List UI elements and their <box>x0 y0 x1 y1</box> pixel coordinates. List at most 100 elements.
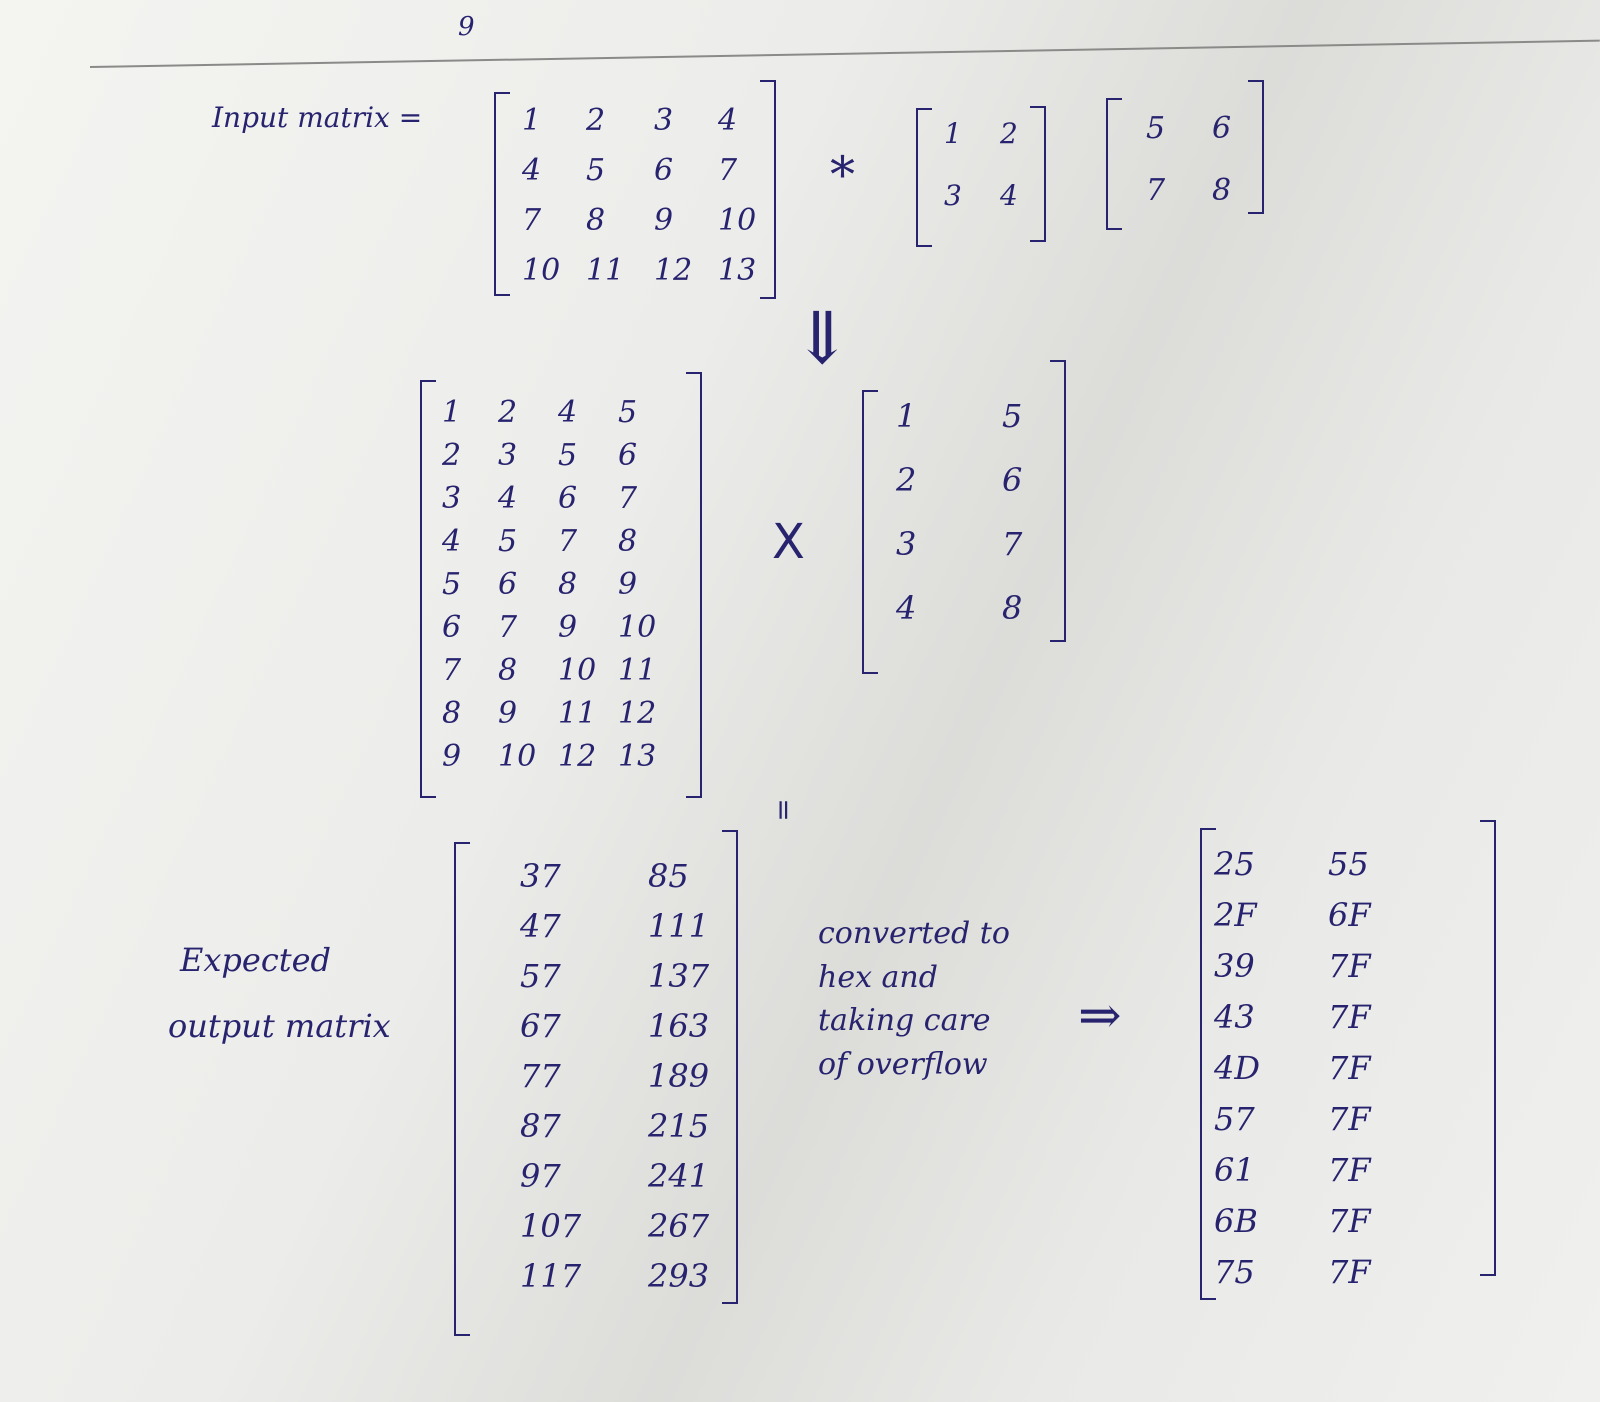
matrix-cell: 77 <box>520 1057 561 1095</box>
matrix-cell: 87 <box>520 1107 561 1145</box>
matrix-cell: 6 <box>618 438 638 473</box>
kernel-a-right-bracket <box>1030 106 1046 242</box>
matrix-cell: 215 <box>648 1107 710 1145</box>
matrix-cell: 111 <box>648 907 710 945</box>
matrix-cell: 8 <box>1002 589 1023 627</box>
matrix-cell: 8 <box>1212 173 1232 208</box>
matrix-cell: 5 <box>558 438 578 473</box>
matrix-cell: 67 <box>520 1007 561 1045</box>
matrix-cell: 7 <box>558 524 578 559</box>
matrix-cell: 9 <box>558 610 578 645</box>
matrix-cell: 7 <box>1002 525 1023 563</box>
implies-arrow: ⇒ <box>1078 986 1122 1046</box>
matrix-cell: 3 <box>654 103 674 138</box>
matrix-cell: 3 <box>896 525 917 563</box>
matrix-cell: 2 <box>442 438 462 473</box>
multiply-operator: X <box>772 514 805 570</box>
note-line: taking care <box>818 1003 991 1038</box>
matrix-cell: 57 <box>1214 1100 1255 1138</box>
note-line: of overflow <box>818 1046 988 1082</box>
matrix-cell: 163 <box>648 1007 710 1045</box>
matrix-cell: 4 <box>896 589 917 627</box>
matrix-cell: 3 <box>944 179 962 212</box>
matrix-cell: 10 <box>498 739 537 774</box>
matrix-cell: 13 <box>618 739 657 774</box>
matrix-cell: 2 <box>498 395 518 430</box>
matrix-cell: 10 <box>618 610 657 645</box>
matrix-cell: 6 <box>442 610 462 645</box>
note-line: converted to <box>818 916 1010 951</box>
matrix-cell: 4 <box>558 395 578 430</box>
matrix-cell: 4 <box>442 524 462 559</box>
matrix-cell: 107 <box>520 1207 582 1245</box>
matrix-cell: 10 <box>718 203 757 238</box>
matrix-cell: 61 <box>1214 1151 1255 1189</box>
page-divider-line <box>89 39 1600 68</box>
matrix-cell: 8 <box>498 653 518 688</box>
matrix-cell: 7F <box>1328 998 1371 1036</box>
expected-matrix-right-bracket <box>722 830 738 1304</box>
matrix-cell: 117 <box>520 1257 582 1295</box>
matrix-cell: 11 <box>558 696 597 731</box>
kernel-b-left-bracket <box>1106 98 1122 230</box>
matrix-cell: 6B <box>1214 1202 1258 1240</box>
matrix-cell: 25 <box>1214 845 1255 883</box>
input-matrix-label: Input matrix = <box>212 101 423 134</box>
matrix-cell: 6 <box>1002 461 1023 499</box>
matrix-cell: 7 <box>718 153 738 188</box>
matrix-cell: 55 <box>1328 845 1369 883</box>
matrix-cell: 3 <box>498 438 518 473</box>
matrix-cell: 6F <box>1328 896 1371 934</box>
matrix-cell: 7F <box>1328 947 1371 985</box>
matrix-cell: 37 <box>520 857 561 895</box>
matrix-cell: 43 <box>1214 998 1255 1036</box>
unrolled-matrix-right-bracket <box>686 372 702 798</box>
top-fragment: 9 <box>458 12 475 42</box>
matrix-cell: 4 <box>522 153 542 188</box>
matrix-cell: 8 <box>586 203 606 238</box>
matrix-cell: 293 <box>648 1257 710 1295</box>
matrix-cell: 4 <box>718 103 738 138</box>
matrix-cell: 137 <box>648 957 710 995</box>
matrix-cell: 9 <box>654 203 674 238</box>
matrix-cell: 2 <box>1000 117 1018 150</box>
matrix-cell: 75 <box>1214 1253 1255 1291</box>
matrix-cell: 10 <box>522 253 561 288</box>
matrix-cell: 85 <box>648 857 689 895</box>
matrix-cell: 2 <box>586 103 606 138</box>
matrix-cell: 6 <box>654 153 674 188</box>
input-matrix-right-bracket <box>760 80 776 299</box>
matrix-cell: 12 <box>654 253 693 288</box>
matrix-cell: 5 <box>1146 111 1166 146</box>
matrix-cell: 1 <box>522 103 542 138</box>
matrix-cell: 7F <box>1328 1253 1371 1291</box>
matrix-cell: 11 <box>618 653 657 688</box>
expected-output-label-line2: output matrix <box>168 1007 391 1045</box>
matrix-cell: 7 <box>522 203 542 238</box>
matrix-cell: 9 <box>442 739 462 774</box>
matrix-cell: 189 <box>648 1057 710 1095</box>
matrix-cell: 5 <box>618 395 638 430</box>
matrix-cell: 1 <box>442 395 462 430</box>
expected-matrix-left-bracket <box>454 842 470 1336</box>
matrix-cell: 5 <box>1002 397 1023 435</box>
expected-output-label-line1: Expected <box>180 941 332 979</box>
matrix-cell: 7 <box>1146 173 1166 208</box>
matrix-cell: 4D <box>1214 1049 1261 1087</box>
input-matrix-left-bracket <box>494 92 510 296</box>
matrix-cell: 6 <box>558 481 578 516</box>
matrix-cell: 9 <box>618 567 638 602</box>
matrix-cell: 4 <box>498 481 518 516</box>
hex-matrix-right-bracket <box>1480 820 1496 1276</box>
matrix-cell: 13 <box>718 253 757 288</box>
kernel-a-left-bracket <box>916 108 932 247</box>
matrix-cell: 8 <box>442 696 462 731</box>
hex-matrix-left-bracket <box>1200 828 1216 1300</box>
matrix-cell: 7 <box>498 610 518 645</box>
matrix-cell: 57 <box>520 957 561 995</box>
matrix-cell: 7F <box>1328 1100 1371 1138</box>
matrix-cell: 3 <box>442 481 462 516</box>
matrix-cell: 2 <box>896 461 917 499</box>
matrix-cell: 4 <box>1000 179 1018 212</box>
matrix-cell: 7 <box>442 653 462 688</box>
